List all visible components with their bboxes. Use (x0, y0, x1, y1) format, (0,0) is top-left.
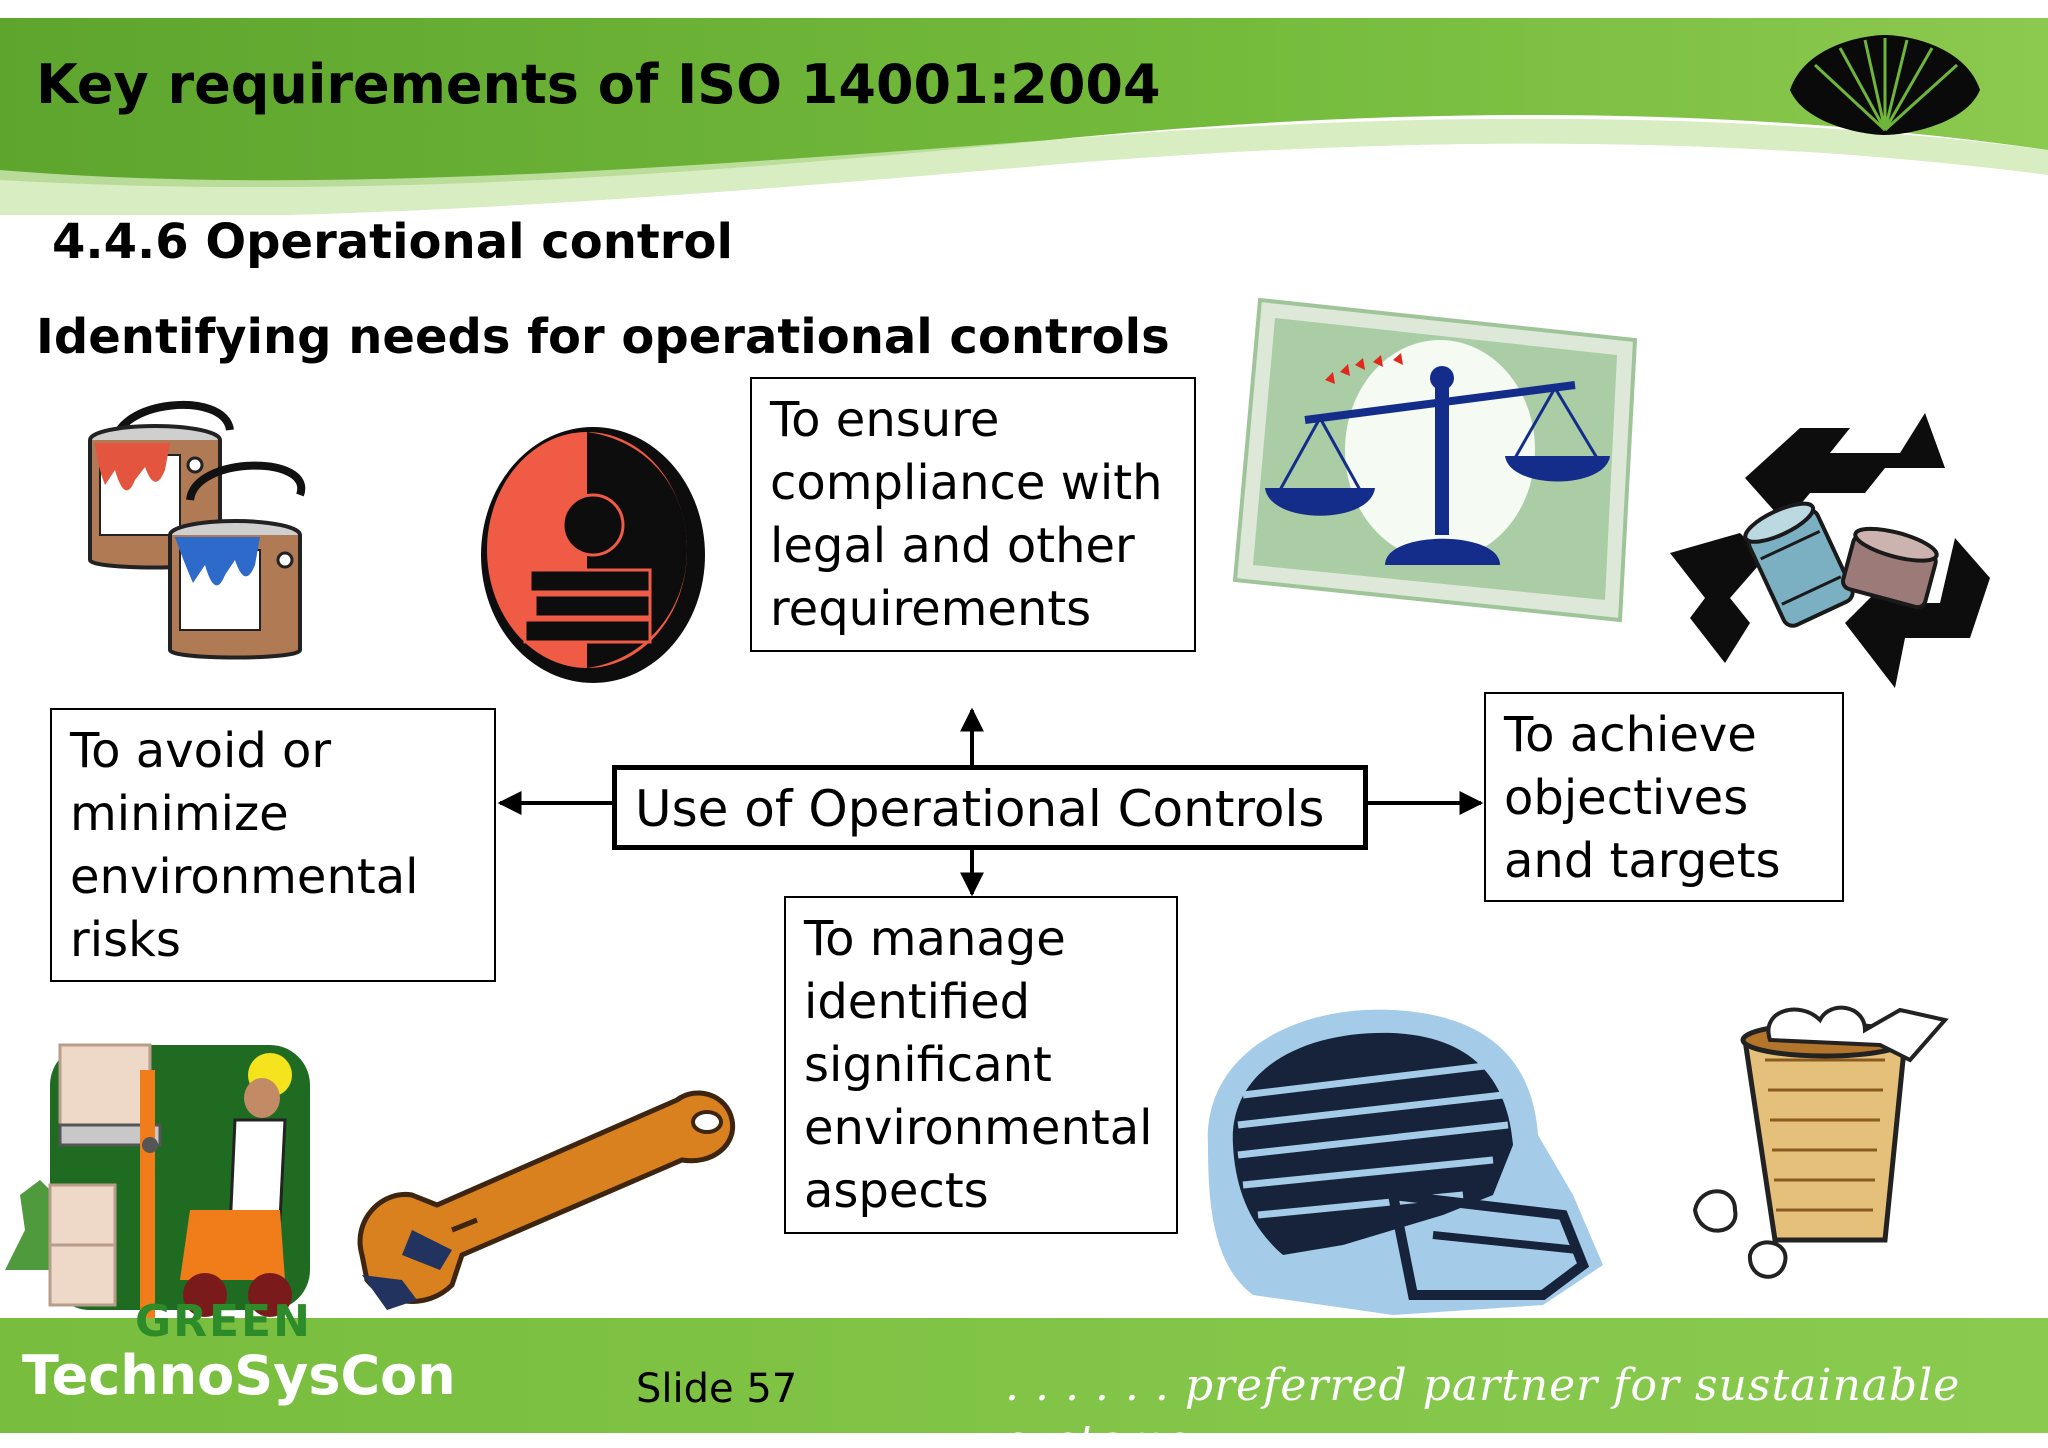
box-compliance: To ensure compliance with legal and othe… (750, 377, 1196, 652)
apple-books-icon (481, 427, 705, 683)
box-center: Use of Operational Controls (612, 765, 1368, 850)
forklift-icon (5, 1043, 310, 1320)
logo-shell-icon (1790, 35, 1980, 135)
wrench-icon (357, 1090, 736, 1310)
box-objectives: To achieve objectives and targets (1484, 692, 1844, 902)
section-subtitle: 4.4.6 Operational control (52, 214, 733, 270)
logo-green-text: GREEN (135, 1296, 312, 1347)
box-avoid-risks-text: To avoid or minimize environmental risks (70, 723, 419, 968)
box-objectives-text: To achieve objectives and targets (1504, 707, 1781, 889)
box-compliance-text: To ensure compliance with legal and othe… (770, 392, 1163, 637)
slide-number: Slide 57 (636, 1366, 798, 1412)
box-avoid-risks: To avoid or minimize environmental risks (50, 708, 496, 982)
box-manage-aspects-text: To manage identified significant environ… (804, 911, 1153, 1219)
paint-cans-icon (88, 400, 306, 660)
footer-band (0, 1318, 2048, 1448)
section-heading: Identifying needs for operational contro… (36, 309, 1170, 365)
trash-basket-icon (1692, 1005, 1949, 1279)
footer-tagline: . . . . . . preferred partner for sustai… (1005, 1360, 1961, 1448)
helmet-icon (1207, 1009, 1603, 1315)
recycle-icon (1670, 413, 1990, 688)
slide-title: Key requirements of ISO 14001:2004 (36, 53, 1161, 116)
logo-company-name: TechnoSysCon (22, 1344, 456, 1407)
center-label: Use of Operational Controls (635, 780, 1325, 838)
header-band (0, 0, 2048, 300)
scales-icon (1232, 297, 1638, 623)
box-manage-aspects: To manage identified significant environ… (784, 896, 1178, 1234)
